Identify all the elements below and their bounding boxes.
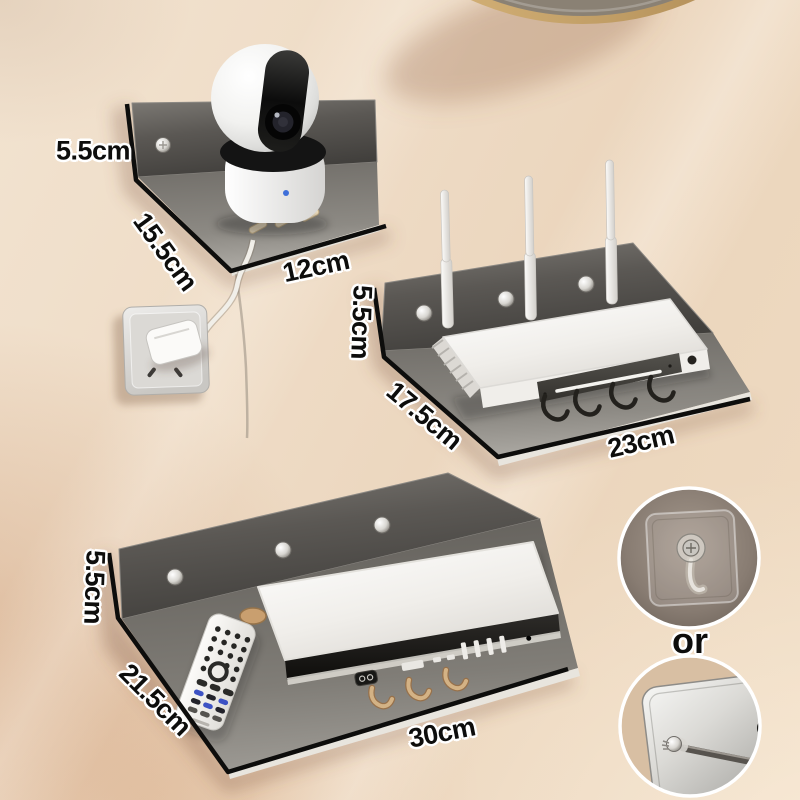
screw-head xyxy=(666,736,682,752)
box-hooks xyxy=(368,666,470,710)
box-ports xyxy=(354,635,532,687)
mount-options-or-label: or xyxy=(672,620,708,661)
media-shelf-height-label: 5.5cm xyxy=(78,549,111,625)
mount-option-screw xyxy=(618,654,762,798)
dimension-lines xyxy=(106,103,751,775)
router-shelf-dimension-line xyxy=(371,287,751,460)
mount-screws xyxy=(415,275,595,322)
router-button xyxy=(687,355,697,365)
mount-option-adhesive xyxy=(617,486,761,630)
router-shelf-height-label: 5.5cm xyxy=(345,284,378,360)
screwdriver-shaft xyxy=(679,744,760,771)
tv-set-top-box xyxy=(257,541,561,710)
mount-screws xyxy=(166,516,391,586)
camera-led xyxy=(283,190,289,196)
camera-shelf-dimension-line xyxy=(124,103,387,274)
camera-shelf-height-label: 5.5cm xyxy=(55,135,131,166)
wifi-router xyxy=(431,298,712,422)
router-shelf-shadow xyxy=(362,285,754,479)
camera-shelf-shadow xyxy=(112,104,391,287)
router-antennas xyxy=(440,159,618,329)
media-shelf-dimension-line xyxy=(106,552,569,775)
wall-clock-edge xyxy=(386,0,696,103)
mount-screw xyxy=(155,137,171,153)
remote-control xyxy=(176,613,260,742)
power-plug xyxy=(145,319,210,372)
router-hooks xyxy=(541,374,676,422)
cable-hole xyxy=(239,607,267,625)
router-front-panel xyxy=(537,353,682,402)
security-camera xyxy=(211,44,328,235)
